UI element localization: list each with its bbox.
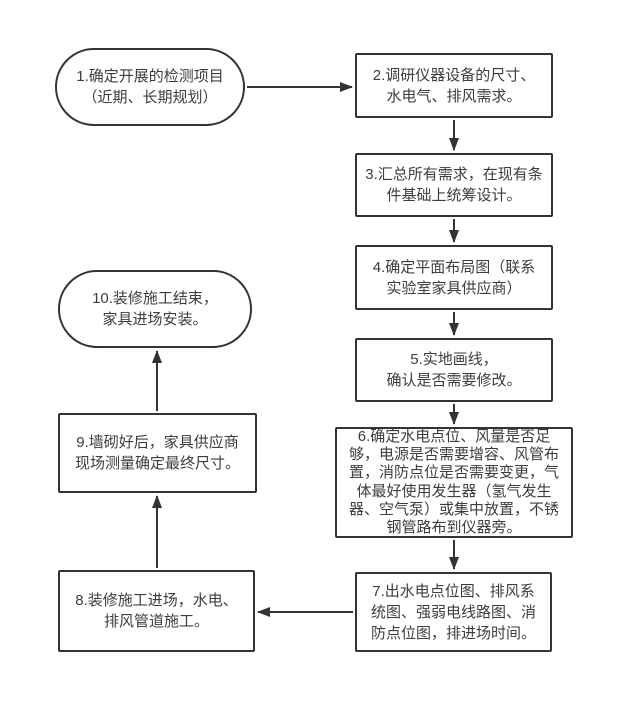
flow-node-4-layout: 4.确定平面布局图（联系 实验室家具供应商）	[355, 245, 553, 310]
flow-node-2-survey: 2.调研仪器设备的尺寸、 水电气、排风需求。	[355, 53, 553, 118]
flow-node-9-final-measure: 9.墙砌好后，家具供应商 现场测量确定最终尺寸。	[58, 413, 257, 493]
flow-node-7-drawings: 7.出水电点位图、排风系 统图、强弱电线路图、消 防点位图，排进场时间。	[355, 572, 552, 652]
flow-node-6-utilities-check: 6.确定水电点位、风量是否足 够，电源是否需要增容、风管布 置，消防点位是否需要…	[335, 427, 573, 538]
flow-node-8-construction: 8.装修施工进场，水电、 排风管道施工。	[58, 570, 255, 652]
flow-node-10-end: 10.装修施工结束， 家具进场安装。	[58, 270, 252, 348]
flow-node-3-summarize: 3.汇总所有需求，在现有条 件基础上统筹设计。	[355, 153, 553, 217]
flow-node-1-start: 1.确定开展的检测项目 （近期、长期规划）	[55, 48, 245, 126]
flow-node-5-site-marking: 5.实地画线， 确认是否需要修改。	[355, 338, 553, 402]
